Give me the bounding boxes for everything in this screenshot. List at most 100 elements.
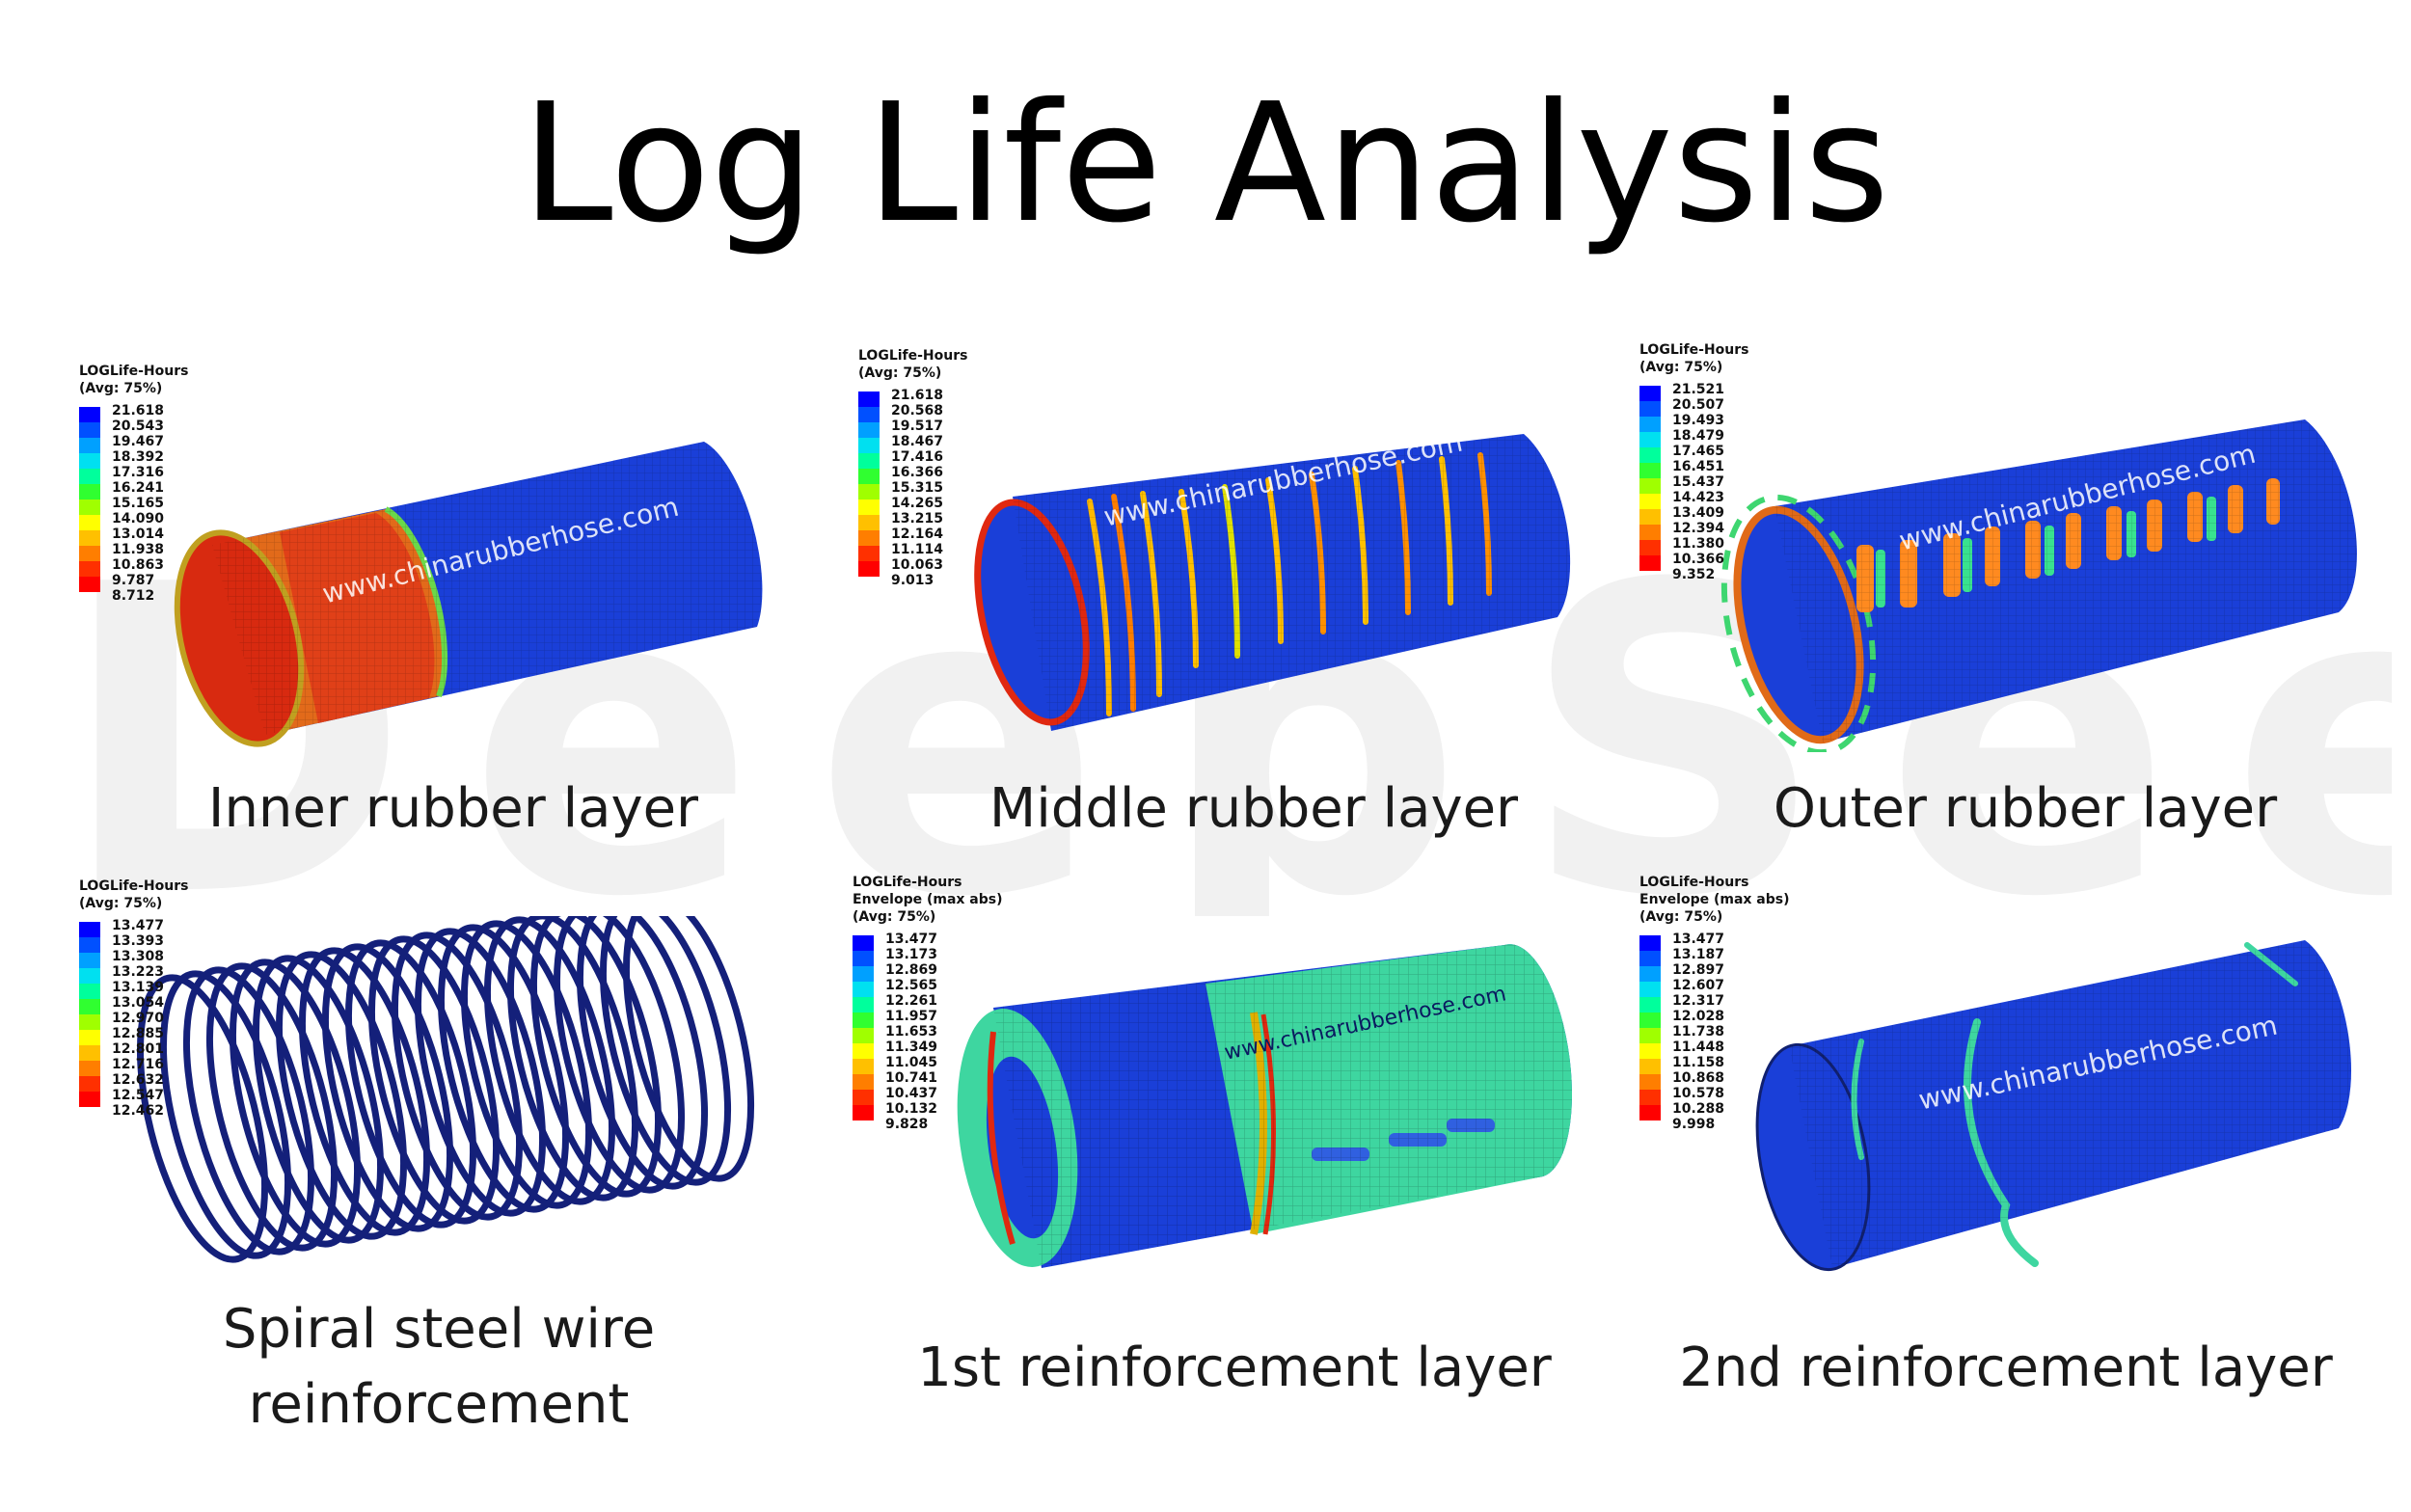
caption-2nd-reinforcement: 2nd reinforcement layer: [1679, 1336, 2333, 1399]
legend-value: 13.477: [1672, 932, 1725, 947]
legend-swatch: [79, 530, 100, 546]
legend-header: LOGLife-Hours Envelope (max abs) (Avg: 7…: [1639, 875, 1790, 925]
legend-swatch: [853, 1012, 874, 1028]
legend-swatch: [853, 1043, 874, 1059]
hose-model-inner-rubber: [174, 442, 763, 747]
legend-swatch: [1639, 982, 1661, 997]
legend-swatch: [853, 1028, 874, 1043]
legend-swatch: [79, 937, 100, 953]
legend-swatch: [853, 1059, 874, 1074]
legend-swatch: [1639, 478, 1661, 494]
legend-value: 12.317: [1672, 993, 1725, 1009]
legend-value: 12.897: [1672, 962, 1725, 978]
wire-coil: [229, 958, 362, 1248]
legend-value: 16.241: [112, 480, 165, 496]
legend-value: 9.998: [1672, 1117, 1716, 1132]
legend-swatch: [79, 438, 100, 453]
legend-swatch: [1639, 966, 1661, 982]
legend-value: 12.028: [1672, 1009, 1725, 1024]
legend-swatch: [853, 935, 874, 951]
legend-color-bar: [1639, 935, 1661, 1120]
legend-swatch: [79, 500, 100, 515]
legend-value: 14.090: [112, 511, 165, 526]
legend-value: 12.716: [112, 1057, 165, 1072]
legend-value: 13.477: [885, 932, 938, 947]
legend-color-bar: [853, 935, 874, 1120]
legend-swatch: [79, 1014, 100, 1030]
hose-model-spiral-wire: [136, 916, 755, 1263]
legend-swatch: [79, 1061, 100, 1076]
legend-value: 12.261: [885, 993, 938, 1009]
legend-value: 21.618: [112, 403, 165, 418]
wire-coil: [437, 924, 570, 1213]
legend-swatch: [1639, 997, 1661, 1012]
legend-value: 13.393: [112, 933, 165, 949]
wire-coil: [391, 932, 524, 1221]
legend-value: 19.493: [1672, 413, 1725, 428]
legend-swatch: [858, 392, 880, 407]
legend-value: 15.437: [1672, 474, 1725, 490]
legend-swatch: [858, 438, 880, 453]
legend-swatch: [1639, 432, 1661, 447]
legend-swatch: [858, 422, 880, 438]
legend-value: 16.366: [891, 465, 944, 480]
wire-coil: [182, 966, 315, 1256]
panel-middle-rubber: [849, 347, 1601, 752]
wire-coil: [576, 916, 709, 1190]
legend-swatch: [79, 1030, 100, 1045]
legend-value: 19.517: [891, 418, 944, 434]
legend-swatch: [1639, 494, 1661, 509]
wire-coil: [252, 955, 385, 1244]
legend-swatch: [79, 515, 100, 530]
legend-value: 9.787: [112, 573, 155, 588]
hose-model-outer-rubber: [1720, 419, 2357, 752]
legend-value: 20.507: [1672, 397, 1725, 413]
legend-value: 20.543: [112, 418, 165, 434]
legend-value: 11.938: [112, 542, 165, 557]
legend-swatch: [79, 546, 100, 561]
legend-value: 14.265: [891, 496, 944, 511]
legend-swatch: [79, 953, 100, 968]
legend-header: LOGLife-Hours (Avg: 75%): [79, 878, 189, 911]
legend-value: 17.316: [112, 465, 165, 480]
legend-value: 18.392: [112, 449, 165, 465]
legend-1st-reinforcement: LOGLife-Hours Envelope (max abs) (Avg: 7…: [853, 874, 1003, 1132]
legend-swatch: [79, 422, 100, 438]
legend-value: 11.158: [1672, 1055, 1725, 1070]
legend-header: LOGLife-Hours (Avg: 75%): [1639, 342, 1749, 375]
legend-swatch: [858, 546, 880, 561]
legend-swatch: [853, 997, 874, 1012]
hose-model-2nd-reinforcement: [1755, 940, 2352, 1272]
legend-value: 18.467: [891, 434, 944, 449]
panel-spiral-wire: [58, 916, 791, 1302]
panel-inner-rubber: [58, 357, 791, 762]
legend-value: 12.565: [885, 978, 938, 993]
legend-value: 9.828: [885, 1117, 929, 1132]
legend-swatch: [79, 922, 100, 937]
legend-value: 12.869: [885, 962, 938, 978]
legend-swatch: [858, 453, 880, 469]
legend-color-bar: [1639, 386, 1661, 571]
caption-middle-rubber: Middle rubber layer: [989, 777, 1519, 840]
wire-coil: [460, 920, 593, 1209]
legend-swatch: [853, 1074, 874, 1090]
legend-swatch: [1639, 540, 1661, 555]
legend-value: 11.738: [1672, 1024, 1725, 1040]
wire-coil: [275, 951, 408, 1240]
legend-value: 10.863: [112, 557, 165, 573]
legend-value: 11.957: [885, 1009, 938, 1024]
wire-coil: [599, 916, 732, 1186]
legend-value: 12.462: [112, 1103, 165, 1119]
legend-swatch: [79, 1045, 100, 1061]
wire-coil: [414, 928, 547, 1217]
legend-swatch: [853, 966, 874, 982]
legend-swatch: [1639, 509, 1661, 525]
legend-swatch: [1639, 1012, 1661, 1028]
legend-value: 9.352: [1672, 567, 1716, 582]
legend-swatch: [79, 561, 100, 577]
legend-color-bar: [858, 392, 880, 577]
wire-coil: [298, 947, 431, 1236]
hose-model-middle-rubber: [974, 434, 1571, 731]
legend-value: 11.114: [891, 542, 944, 557]
